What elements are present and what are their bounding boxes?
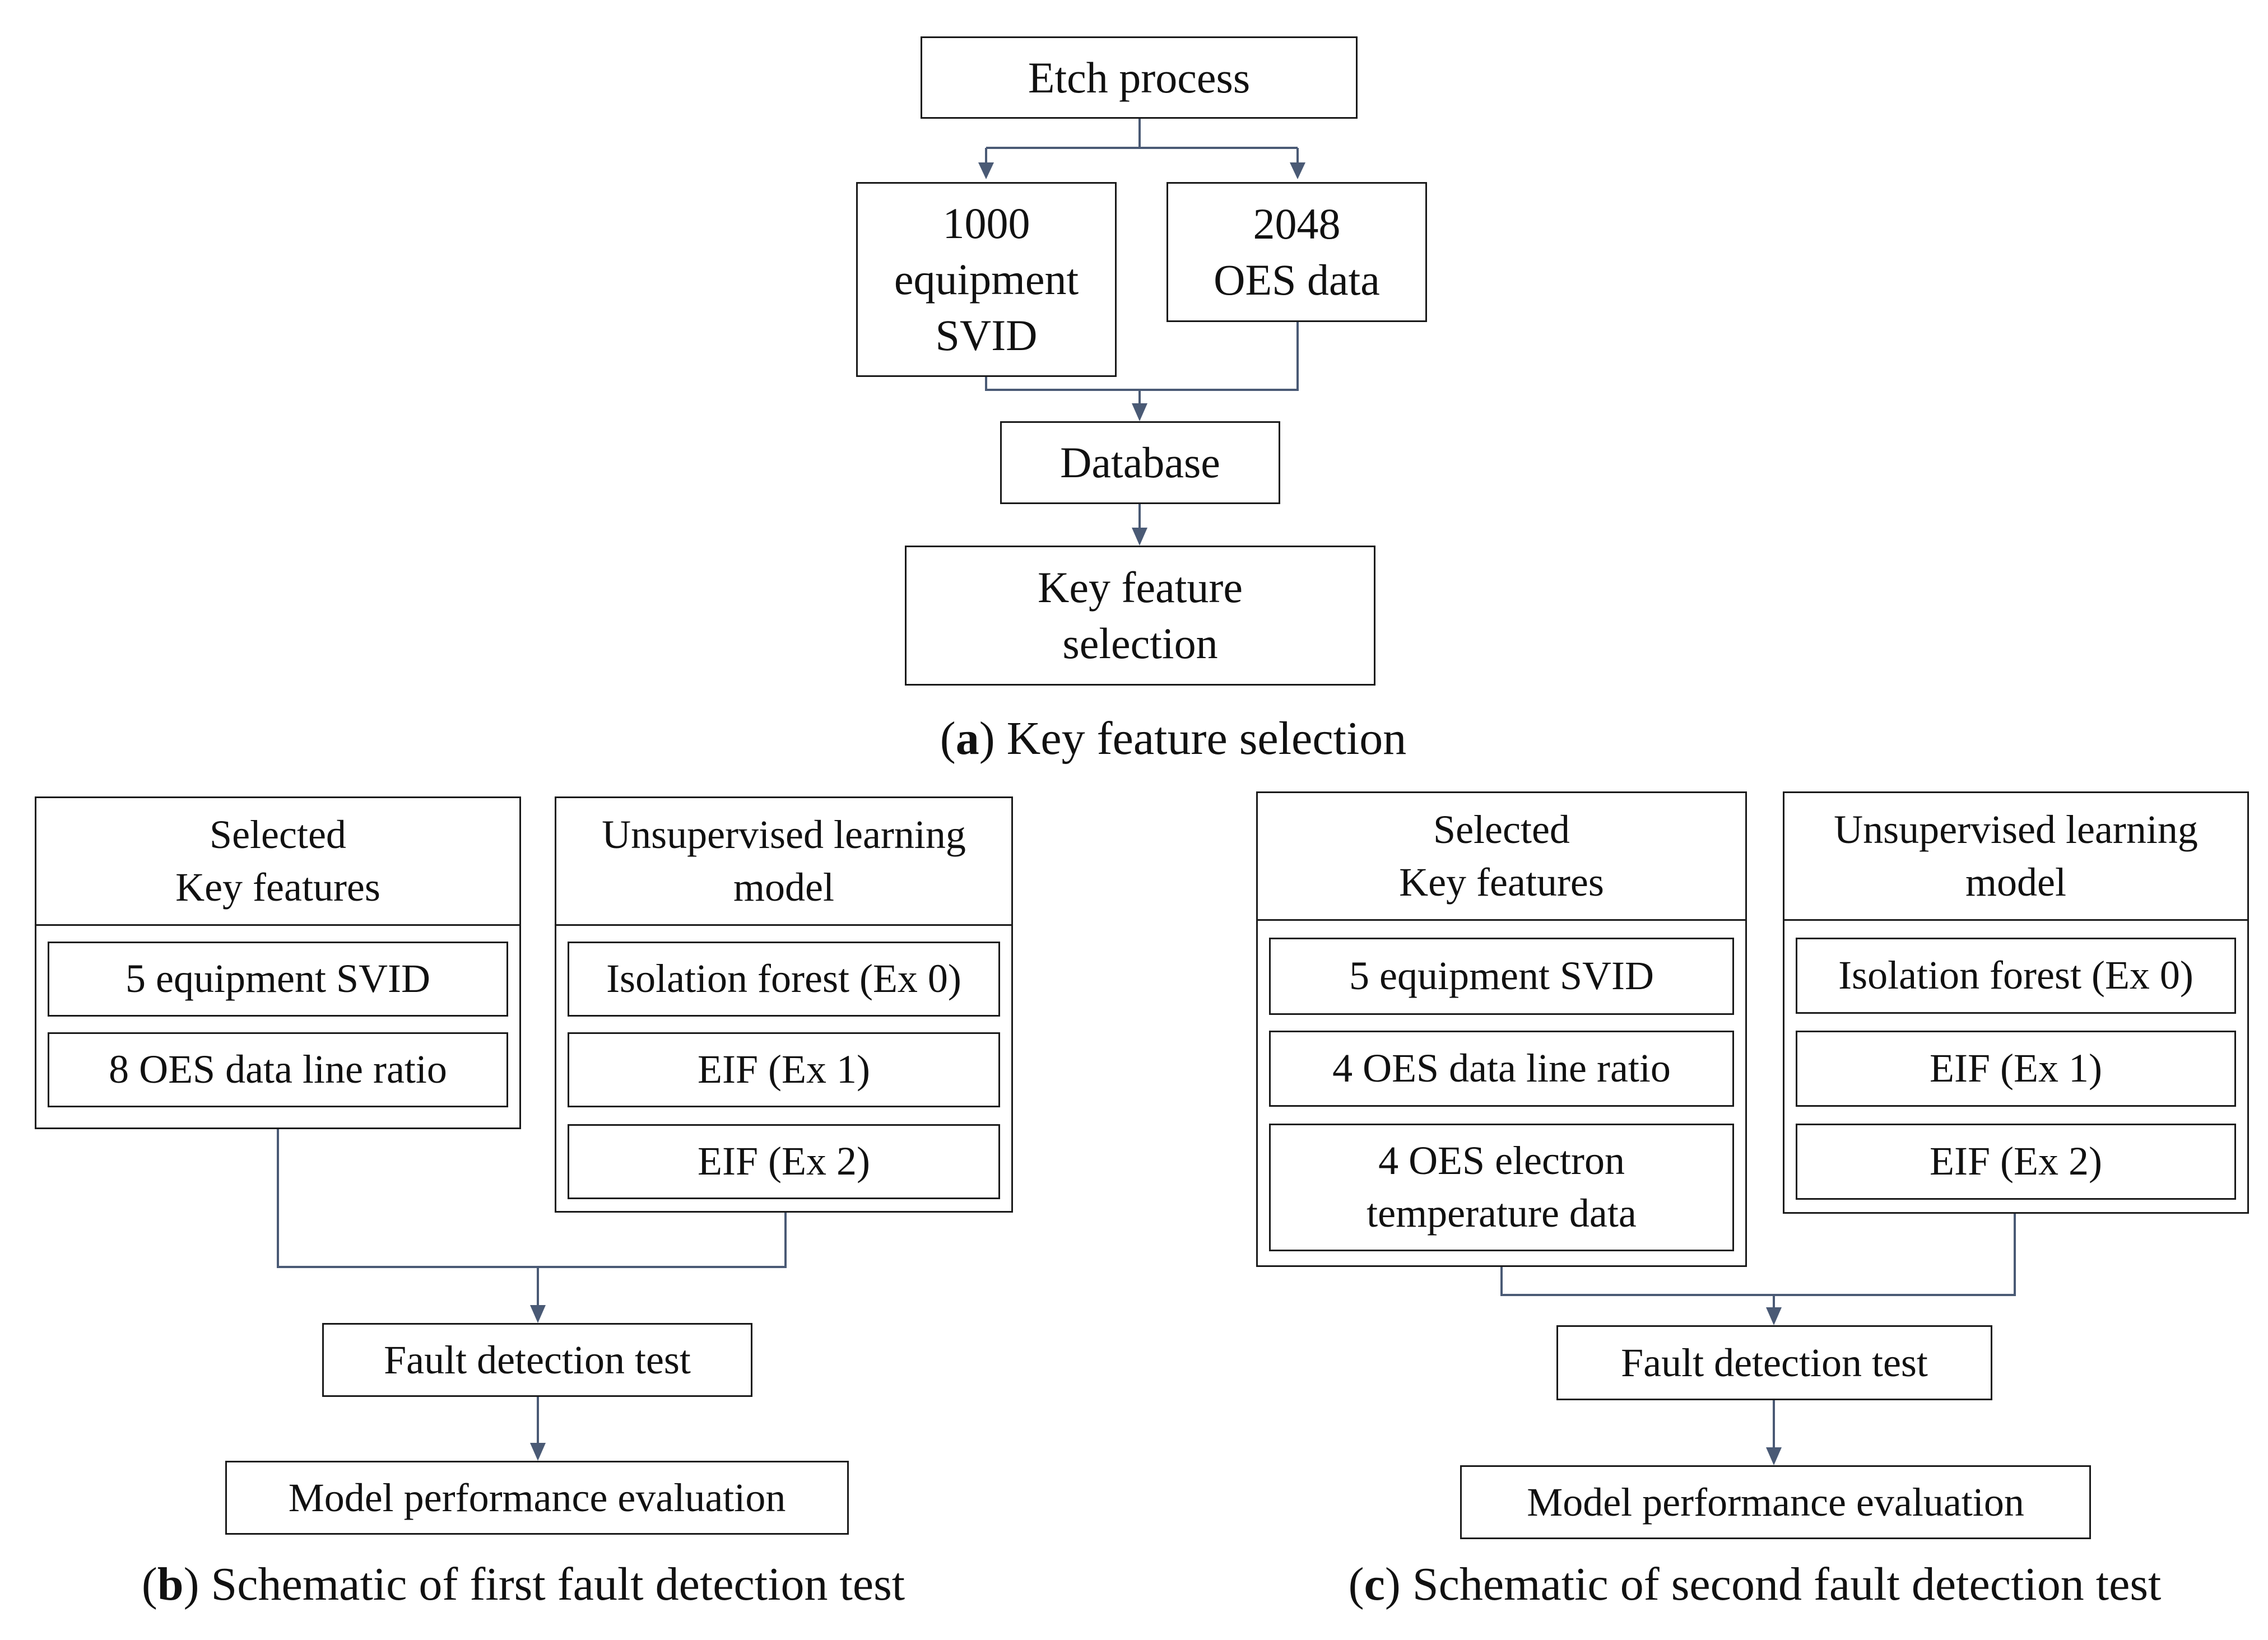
b-evaluation-box: Model performance evaluation bbox=[225, 1461, 849, 1535]
svid-source-label: 1000 equipment SVID bbox=[894, 199, 1079, 360]
c-model-panel: Unsupervised learning model Isolation fo… bbox=[1783, 791, 2249, 1214]
c-fault-detection-label: Fault detection test bbox=[1621, 1340, 1928, 1385]
b-fault-detection-box: Fault detection test bbox=[322, 1323, 752, 1397]
c-model-header: Unsupervised learning model bbox=[1784, 793, 2247, 921]
b-selected-features-header: Selected Key features bbox=[36, 798, 519, 926]
key-feature-selection-label: Key feature selection bbox=[1038, 563, 1243, 668]
b-selected-item-2: 8 OES data line ratio bbox=[48, 1032, 508, 1107]
c-fault-detection-box: Fault detection test bbox=[1556, 1325, 1992, 1400]
key-feature-selection-box: Key feature selection bbox=[905, 546, 1375, 686]
c-selected-item-3-label: 4 OES electron temperature data bbox=[1367, 1138, 1637, 1236]
caption-b-letter: b bbox=[157, 1558, 184, 1610]
caption-a: (a) Key feature selection bbox=[940, 712, 1407, 765]
connector-svid-oes-merge bbox=[985, 322, 1299, 391]
oes-source-box: 2048 OES data bbox=[1166, 182, 1427, 322]
database-box: Database bbox=[1000, 421, 1280, 504]
b-model-item-2: EIF (Ex 1) bbox=[568, 1032, 1000, 1107]
b-selected-features-panel: Selected Key features 5 equipment SVID 8… bbox=[35, 796, 521, 1129]
connector-c-merge bbox=[1500, 1214, 2016, 1296]
arrowhead-c-eval bbox=[1766, 1447, 1782, 1465]
b-model-item-2-label: EIF (Ex 1) bbox=[698, 1047, 870, 1092]
b-selected-features-title: Selected Key features bbox=[175, 812, 380, 910]
c-selected-item-1: 5 equipment SVID bbox=[1269, 938, 1734, 1015]
b-selected-item-1-label: 5 equipment SVID bbox=[126, 956, 430, 1001]
caption-c: (c) Schematic of second fault detection … bbox=[1348, 1558, 2162, 1610]
b-selected-item-2-label: 8 OES data line ratio bbox=[109, 1047, 447, 1092]
oes-source-label: 2048 OES data bbox=[1214, 199, 1380, 304]
c-evaluation-label: Model performance evaluation bbox=[1527, 1479, 2024, 1525]
caption-b: (b) Schematic of first fault detection t… bbox=[141, 1558, 905, 1610]
arrowhead-svid bbox=[978, 162, 994, 179]
c-model-item-1-label: Isolation forest (Ex 0) bbox=[1838, 953, 2193, 998]
c-model-item-2-label: EIF (Ex 1) bbox=[1930, 1046, 2102, 1091]
b-model-item-1-label: Isolation forest (Ex 0) bbox=[606, 956, 961, 1001]
c-evaluation-box: Model performance evaluation bbox=[1460, 1465, 2091, 1539]
arrowhead-c-fault bbox=[1766, 1307, 1782, 1325]
connector-b-merge bbox=[277, 1129, 787, 1268]
arrowhead-b-eval bbox=[530, 1443, 546, 1461]
c-model-item-3: EIF (Ex 2) bbox=[1796, 1124, 2236, 1200]
b-model-panel: Unsupervised learning model Isolation fo… bbox=[555, 796, 1013, 1213]
c-selected-features-title: Selected Key features bbox=[1399, 807, 1604, 905]
database-label: Database bbox=[1060, 438, 1220, 487]
c-model-title: Unsupervised learning model bbox=[1834, 807, 2198, 905]
caption-a-letter: a bbox=[955, 712, 979, 765]
svid-source-box: 1000 equipment SVID bbox=[856, 182, 1117, 377]
c-selected-item-2: 4 OES data line ratio bbox=[1269, 1031, 1734, 1107]
b-model-header: Unsupervised learning model bbox=[556, 798, 1011, 926]
arrowhead-oes bbox=[1290, 162, 1305, 179]
caption-c-text: ) Schematic of second fault detection te… bbox=[1384, 1558, 2162, 1610]
c-model-item-3-label: EIF (Ex 2) bbox=[1930, 1139, 2102, 1184]
caption-b-text: ) Schematic of first fault detection tes… bbox=[183, 1558, 905, 1610]
c-selected-item-3: 4 OES electron temperature data bbox=[1269, 1124, 1734, 1251]
arrowhead-key-feature bbox=[1132, 528, 1147, 546]
etch-process-box: Etch process bbox=[921, 36, 1358, 119]
c-model-item-1: Isolation forest (Ex 0) bbox=[1796, 938, 2236, 1014]
caption-c-letter: c bbox=[1364, 1558, 1385, 1610]
arrowhead-b-fault bbox=[530, 1305, 546, 1323]
connector-etch-split bbox=[986, 119, 1298, 149]
b-model-item-1: Isolation forest (Ex 0) bbox=[568, 942, 1000, 1017]
b-model-item-3-label: EIF (Ex 2) bbox=[698, 1139, 870, 1184]
b-selected-item-1: 5 equipment SVID bbox=[48, 942, 508, 1017]
c-selected-item-1-label: 5 equipment SVID bbox=[1349, 953, 1654, 999]
c-model-item-2: EIF (Ex 1) bbox=[1796, 1031, 2236, 1107]
c-selected-item-2-label: 4 OES data line ratio bbox=[1332, 1046, 1671, 1091]
c-selected-features-panel: Selected Key features 5 equipment SVID 4… bbox=[1256, 791, 1747, 1267]
etch-process-label: Etch process bbox=[1028, 53, 1251, 102]
caption-a-text: ) Key feature selection bbox=[979, 712, 1407, 765]
b-evaluation-label: Model performance evaluation bbox=[288, 1475, 786, 1520]
arrowhead-database bbox=[1132, 403, 1147, 421]
b-model-title: Unsupervised learning model bbox=[602, 812, 966, 910]
b-fault-detection-label: Fault detection test bbox=[384, 1337, 691, 1382]
b-model-item-3: EIF (Ex 2) bbox=[568, 1124, 1000, 1199]
c-selected-features-header: Selected Key features bbox=[1258, 793, 1745, 921]
